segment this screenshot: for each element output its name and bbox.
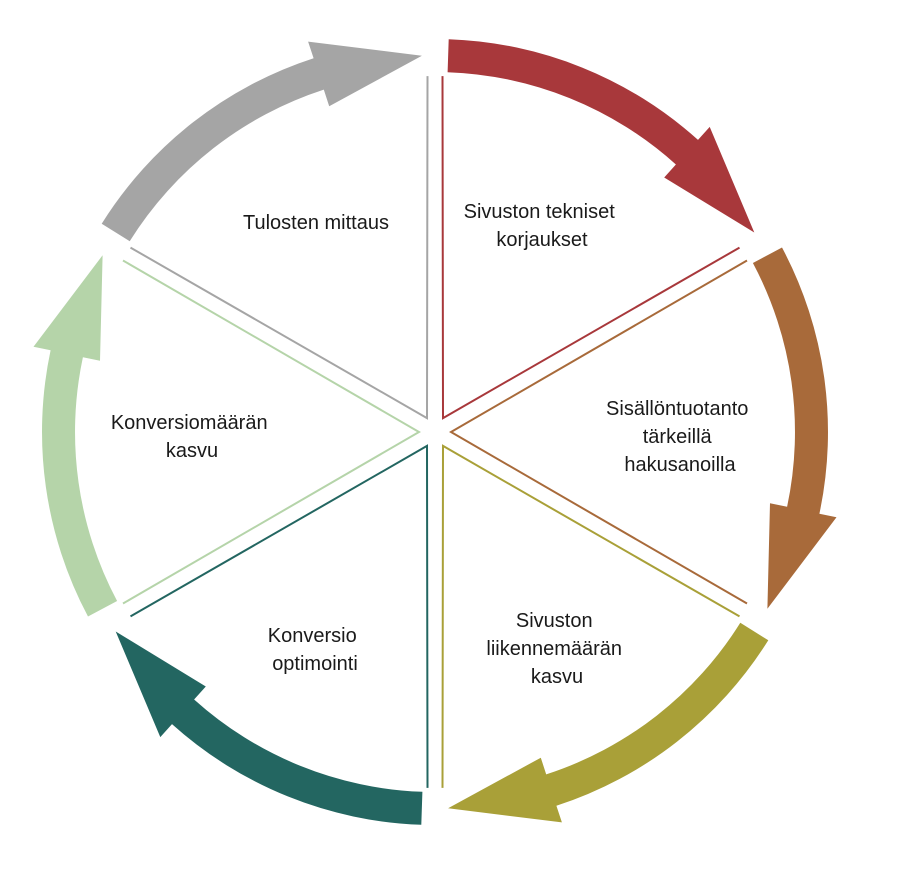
segment-label-5-line-2: kasvu	[166, 440, 218, 462]
segment-label-6-line-1: Tulosten mittaus	[243, 212, 389, 234]
segment-label-3-line-1: Sivuston	[516, 610, 593, 632]
segment-label-1: Sivuston tekniset korjaukset	[464, 201, 621, 251]
segment-label-2-line-2: tärkeillä	[643, 426, 713, 448]
segment-arrow-1	[447, 39, 755, 233]
segment-label-5-line-1: Konversiomäärän	[111, 412, 268, 434]
segment-wedge-5	[122, 259, 421, 605]
segment-label-6: Tulosten mittaus	[243, 212, 389, 234]
segment-wedge-6	[130, 76, 429, 420]
segment-wedge-2	[449, 259, 748, 605]
segment-wedge-1	[441, 76, 740, 420]
segment-arrow-4	[115, 631, 423, 825]
segment-wedge-3	[441, 444, 740, 788]
segment-label-4: Konversio optimointi	[268, 625, 363, 675]
segment-wedge-4	[130, 444, 429, 788]
segment-arrow-6	[101, 41, 422, 242]
segment-label-4-line-1: Konversio	[268, 625, 357, 647]
segment-label-5: Konversiomäärän kasvu	[111, 412, 273, 462]
segment-label-1-line-2: korjaukset	[496, 229, 588, 251]
segment-arrow-3	[448, 622, 769, 823]
segment-label-1-line-1: Sivuston tekniset	[464, 201, 616, 223]
segment-arrow-2	[752, 247, 837, 609]
segment-label-3-line-2: liikennemäärän	[486, 638, 622, 660]
segment-label-2: Sisällöntuotanto tärkeillä hakusanoilla	[606, 398, 754, 476]
segment-label-4-line-2: optimointi	[272, 653, 358, 675]
segment-label-2-line-1: Sisällöntuotanto	[606, 398, 748, 420]
segment-label-2-line-3: hakusanoilla	[624, 454, 736, 476]
segment-arrow-5	[33, 255, 118, 617]
segment-label-3-line-3: kasvu	[531, 666, 583, 688]
segment-label-3: Sivuston liikennemäärän kasvu	[486, 610, 627, 688]
